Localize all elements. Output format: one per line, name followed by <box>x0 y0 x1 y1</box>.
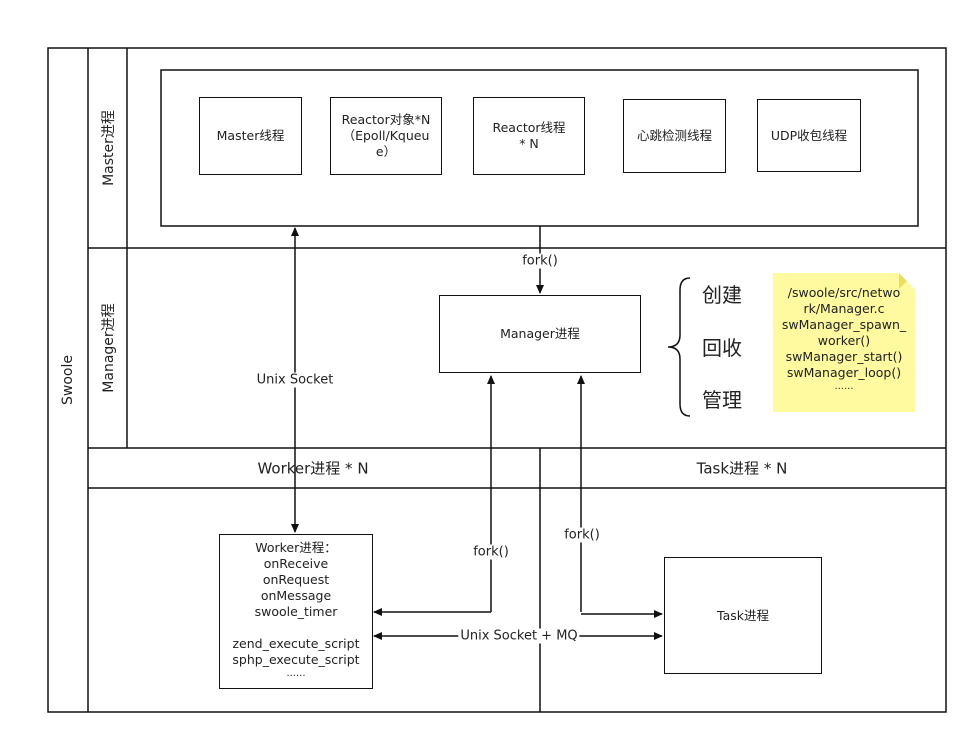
unix-socket-label: Unix Socket <box>254 372 336 388</box>
reactor-object-line-1: Reactor对象*N <box>341 112 431 127</box>
worker-header: Worker进程 * N <box>257 459 369 478</box>
task-header: Task进程 * N <box>696 459 788 478</box>
worker-process-box: Worker进程： onReceive onRequest onMessage … <box>219 534 373 689</box>
manager-brace <box>667 277 691 417</box>
worker-line-zend: zend_execute_script <box>232 636 360 651</box>
reactor-object-box: Reactor对象*N （Epoll/Kqueu e） <box>330 97 442 175</box>
manager-action-manage: 管理 <box>702 388 742 412</box>
swoole-frame <box>47 47 947 713</box>
manager-process-label: Manager进程 <box>101 303 117 393</box>
worker-fork-label: fork() <box>471 544 511 560</box>
udp-thread-label: UDP收包线程 <box>770 127 848 143</box>
note-line-3: swManager_spawn_ <box>781 317 907 332</box>
reactor-thread-line-2: * N <box>519 136 539 151</box>
worker-line-title: Worker进程： <box>255 540 337 555</box>
worker-line-timer: swoole_timer <box>254 604 338 619</box>
master-thread-box: Master线程 <box>199 97 302 175</box>
manager-source-note: /swoole/src/netwo rk/Manager.c swManager… <box>773 273 915 412</box>
unix-socket-mq-label: Unix Socket + MQ <box>458 628 580 644</box>
task-process-box: Task进程 <box>664 557 822 674</box>
worker-line-sphp: sphp_execute_script <box>232 652 360 667</box>
manager-action-recycle: 回收 <box>702 336 742 360</box>
manager-process-box: Manager进程 <box>439 295 641 373</box>
reactor-object-line-2: （Epoll/Kqueu <box>342 128 430 143</box>
note-line-1: /swoole/src/netwo <box>787 285 901 300</box>
worker-line-onrequest: onRequest <box>262 572 330 587</box>
note-line-7: ...... <box>834 381 854 392</box>
note-line-6: swManager_loop() <box>786 365 902 380</box>
heartbeat-thread-label: 心跳检测线程 <box>636 128 712 143</box>
note-line-5: swManager_start() <box>785 349 903 364</box>
fork-master-label: fork() <box>520 253 560 269</box>
worker-line-onreceive: onReceive <box>263 556 329 571</box>
udp-thread-box: UDP收包线程 <box>757 99 861 172</box>
task-fork-label: fork() <box>562 527 602 543</box>
worker-line-ellipsis: ...... <box>286 668 306 679</box>
heartbeat-thread-box: 心跳检测线程 <box>623 99 726 173</box>
swoole-label: Swoole <box>60 355 76 405</box>
worker-line-blank <box>220 620 372 636</box>
master-process-label: Master进程 <box>101 110 117 186</box>
reactor-thread-line-1: Reactor线程 <box>492 120 566 135</box>
note-line-2: rk/Manager.c <box>803 301 885 316</box>
master-thread-label: Master线程 <box>216 128 285 143</box>
reactor-thread-box: Reactor线程 * N <box>473 97 585 175</box>
note-line-4: worker() <box>817 333 871 348</box>
task-process-box-label: Task进程 <box>717 607 769 623</box>
manager-action-create: 创建 <box>702 283 742 307</box>
reactor-object-line-3: e） <box>375 144 397 159</box>
manager-process-box-label: Manager进程 <box>500 326 580 341</box>
worker-line-onmessage: onMessage <box>260 588 332 603</box>
